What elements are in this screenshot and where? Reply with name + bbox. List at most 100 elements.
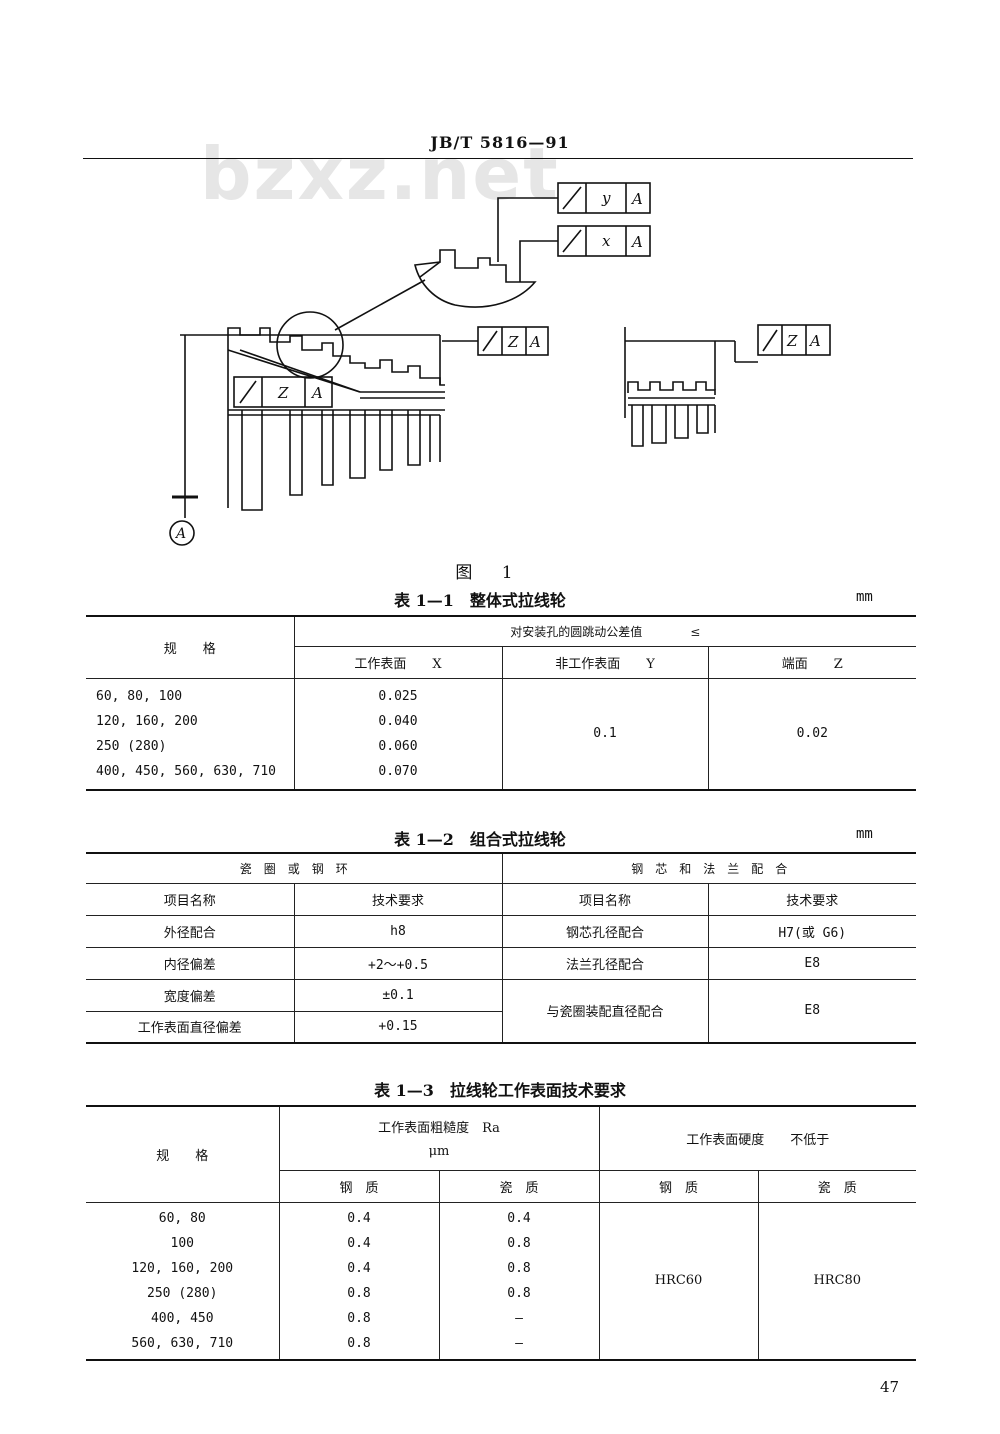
table-3-rough-ceramic: 0.8 (507, 1260, 531, 1276)
document-code: JB/T 5816—91 (430, 133, 570, 152)
table-3-spec: 120, 160, 200 (131, 1260, 234, 1276)
table-row: 内径偏差 +2～+0.5 法兰孔径配合 E8 (86, 946, 916, 980)
table-1-spec: 250 (280) (96, 738, 167, 754)
table-2-left-name: 外径配合 (86, 914, 295, 948)
table-3-spec: 250 (280) (147, 1285, 218, 1301)
table-3-spec-list: 60, 80 100 120, 160, 200 250 (280) 400, … (86, 1201, 280, 1361)
table-1-spec-list: 60, 80, 100 120, 160, 200 250 (280) 400,… (86, 677, 295, 791)
table-3-rough-header: 工作表面粗糙度 Ra μm (278, 1105, 600, 1171)
table-1-x-value: 0.060 (378, 738, 418, 754)
runout-arrow-icon (562, 186, 582, 210)
table-1: 规 格 对安装孔的圆跳动公差值 ≤ 工作表面 X 非工作表面 Y 端面 Z 60… (86, 615, 916, 791)
table-3-spec: 560, 630, 710 (131, 1335, 234, 1351)
table-2-header-req-left: 技术要求 (293, 882, 503, 916)
datum-a-label: A (174, 526, 186, 542)
table-3-rough-steel: 0.4 (347, 1235, 371, 1251)
fcf-z-middle: Z A (477, 326, 549, 356)
table-3-rough-unit: μm (428, 1144, 450, 1160)
table-3-header-ceramic-hard: 瓷 质 (757, 1169, 916, 1203)
table-1-y-value: 0.1 (501, 677, 709, 791)
table-2-left-group: 瓷 圈 或 钢 环 (86, 852, 503, 884)
table-3-header-steel-rough: 钢 质 (279, 1169, 440, 1203)
table-row: 工作表面直径偏差 +0.15 (86, 1010, 916, 1044)
table-3-rough-ceramic-list: 0.4 0.8 0.8 0.8 — — (438, 1201, 600, 1361)
table-1-x-list: 0.025 0.040 0.060 0.070 (293, 677, 503, 791)
table-2-right-name: 钢芯孔径配合 (501, 914, 709, 948)
table-3: 规 格 工作表面粗糙度 Ra μm 工作表面硬度 不低于 钢 质 瓷 质 钢 质… (86, 1105, 916, 1361)
table-3-header-steel-hard: 钢 质 (598, 1169, 759, 1203)
side-wheel-view (624, 327, 758, 447)
header-rule (83, 158, 913, 159)
table-2-left-req: +2～+0.5 (293, 946, 503, 980)
table-2-right-req: E8 (707, 978, 916, 1044)
fcf-z-middle-letter: Z (507, 333, 519, 351)
table-3-rough-steel: 0.4 (347, 1210, 371, 1226)
table-3-rough-ceramic: 0.4 (507, 1210, 531, 1226)
table-3-rough-ceramic: — (515, 1310, 523, 1326)
table-3-rough-steel: 0.4 (347, 1260, 371, 1276)
table-3-rough-ceramic: 0.8 (507, 1235, 531, 1251)
table-3-hard-steel: HRC60 (598, 1201, 759, 1361)
table-2-right-req: H7(或 G6) (707, 914, 916, 948)
fcf-x-letter: x (602, 232, 611, 250)
fcf-z-right-letter: Z (786, 332, 798, 350)
table-2-header-item-left: 项目名称 (86, 882, 295, 916)
fcf-x: x A (557, 225, 651, 257)
table-2-right-req: E8 (707, 946, 916, 980)
fcf-z-inner: Z A (233, 376, 333, 408)
fcf-z-right: Z A (757, 324, 831, 356)
table-row: 外径配合 h8 钢芯孔径配合 H7(或 G6) (86, 914, 916, 948)
table-2-unit: mm (856, 826, 873, 842)
table-2-header-req-right: 技术要求 (707, 882, 916, 916)
table-1-spec: 120, 160, 200 (96, 713, 198, 729)
table-2-title: 表 1—2 组合式拉线轮 (394, 830, 566, 849)
table-1-x-value: 0.025 (378, 688, 418, 704)
table-1-group-header: 对安装孔的圆跳动公差值 ≤ (293, 615, 916, 647)
table-3-hard-header: 工作表面硬度 不低于 (598, 1105, 916, 1171)
table-3-spec: 100 (170, 1235, 194, 1251)
table-2-left-req: ±0.1 (293, 978, 503, 1012)
table-3-rough-ceramic: — (515, 1335, 523, 1351)
table-2-left-req: h8 (293, 914, 503, 948)
table-3-header-ceramic-rough: 瓷 质 (438, 1169, 600, 1203)
fcf-z-inner-letter: Z (277, 384, 289, 402)
fcf-y-letter: y (601, 189, 611, 207)
figure-1-drawing: y A x A A (169, 182, 831, 546)
page-number: 47 (880, 1378, 900, 1396)
table-3-title: 表 1—3 拉线轮工作表面技术要求 (374, 1081, 626, 1100)
fcf-x-datum: A (630, 233, 643, 251)
table-3-rough-steel: 0.8 (347, 1310, 371, 1326)
table-2-left-name: 内径偏差 (86, 946, 295, 980)
table-1-x-value: 0.040 (378, 713, 418, 729)
table-3-rough-steel: 0.8 (347, 1285, 371, 1301)
table-3-rough-steel-list: 0.4 0.4 0.4 0.8 0.8 0.8 (278, 1201, 440, 1361)
table-1-header-spec: 规 格 (86, 615, 295, 679)
fcf-y-datum: A (630, 190, 643, 208)
table-2-right-name: 与瓷圈装配直径配合 (501, 978, 709, 1044)
table-3-spec: 60, 80 (158, 1210, 206, 1226)
table-2-header-item-right: 项目名称 (501, 882, 709, 916)
figure-caption: 图 1 (455, 563, 525, 583)
table-2-right-group: 钢 芯 和 法 兰 配 合 (501, 852, 916, 884)
main-wheel-view: A (169, 327, 445, 546)
table-1-z-value: 0.02 (707, 677, 916, 791)
table-2: 瓷 圈 或 钢 环 钢 芯 和 法 兰 配 合 项目名称 技术要求 项目名称 技… (86, 852, 916, 1044)
table-row: 宽度偏差 ±0.1 与瓷圈装配直径配合 E8 (86, 978, 916, 1044)
table-1-spec: 60, 80, 100 (96, 688, 183, 704)
table-3-rough-ceramic: 0.8 (507, 1285, 531, 1301)
table-1-spec: 400, 450, 560, 630, 710 (96, 763, 277, 779)
table-1-x-value: 0.070 (378, 763, 418, 779)
fcf-z-inner-datum: A (310, 384, 323, 402)
table-1-unit: mm (856, 589, 873, 605)
table-1-header-x: 工作表面 X (294, 645, 503, 679)
table-2-left-req: +0.15 (293, 1010, 502, 1044)
table-3-rough-title: 工作表面粗糙度 Ra (378, 1121, 500, 1137)
fcf-z-middle-datum: A (528, 333, 541, 351)
table-2-left-name: 宽度偏差 (86, 978, 295, 1012)
table-3-rough-steel: 0.8 (347, 1335, 371, 1351)
table-1-header-y: 非工作表面 Y (501, 645, 709, 679)
table-1-title: 表 1—1 整体式拉线轮 (394, 591, 566, 610)
table-2-left-name: 工作表面直径偏差 (86, 1010, 295, 1044)
table-1-header-z: 端面 Z (707, 645, 916, 679)
fcf-z-right-datum: A (808, 332, 821, 350)
